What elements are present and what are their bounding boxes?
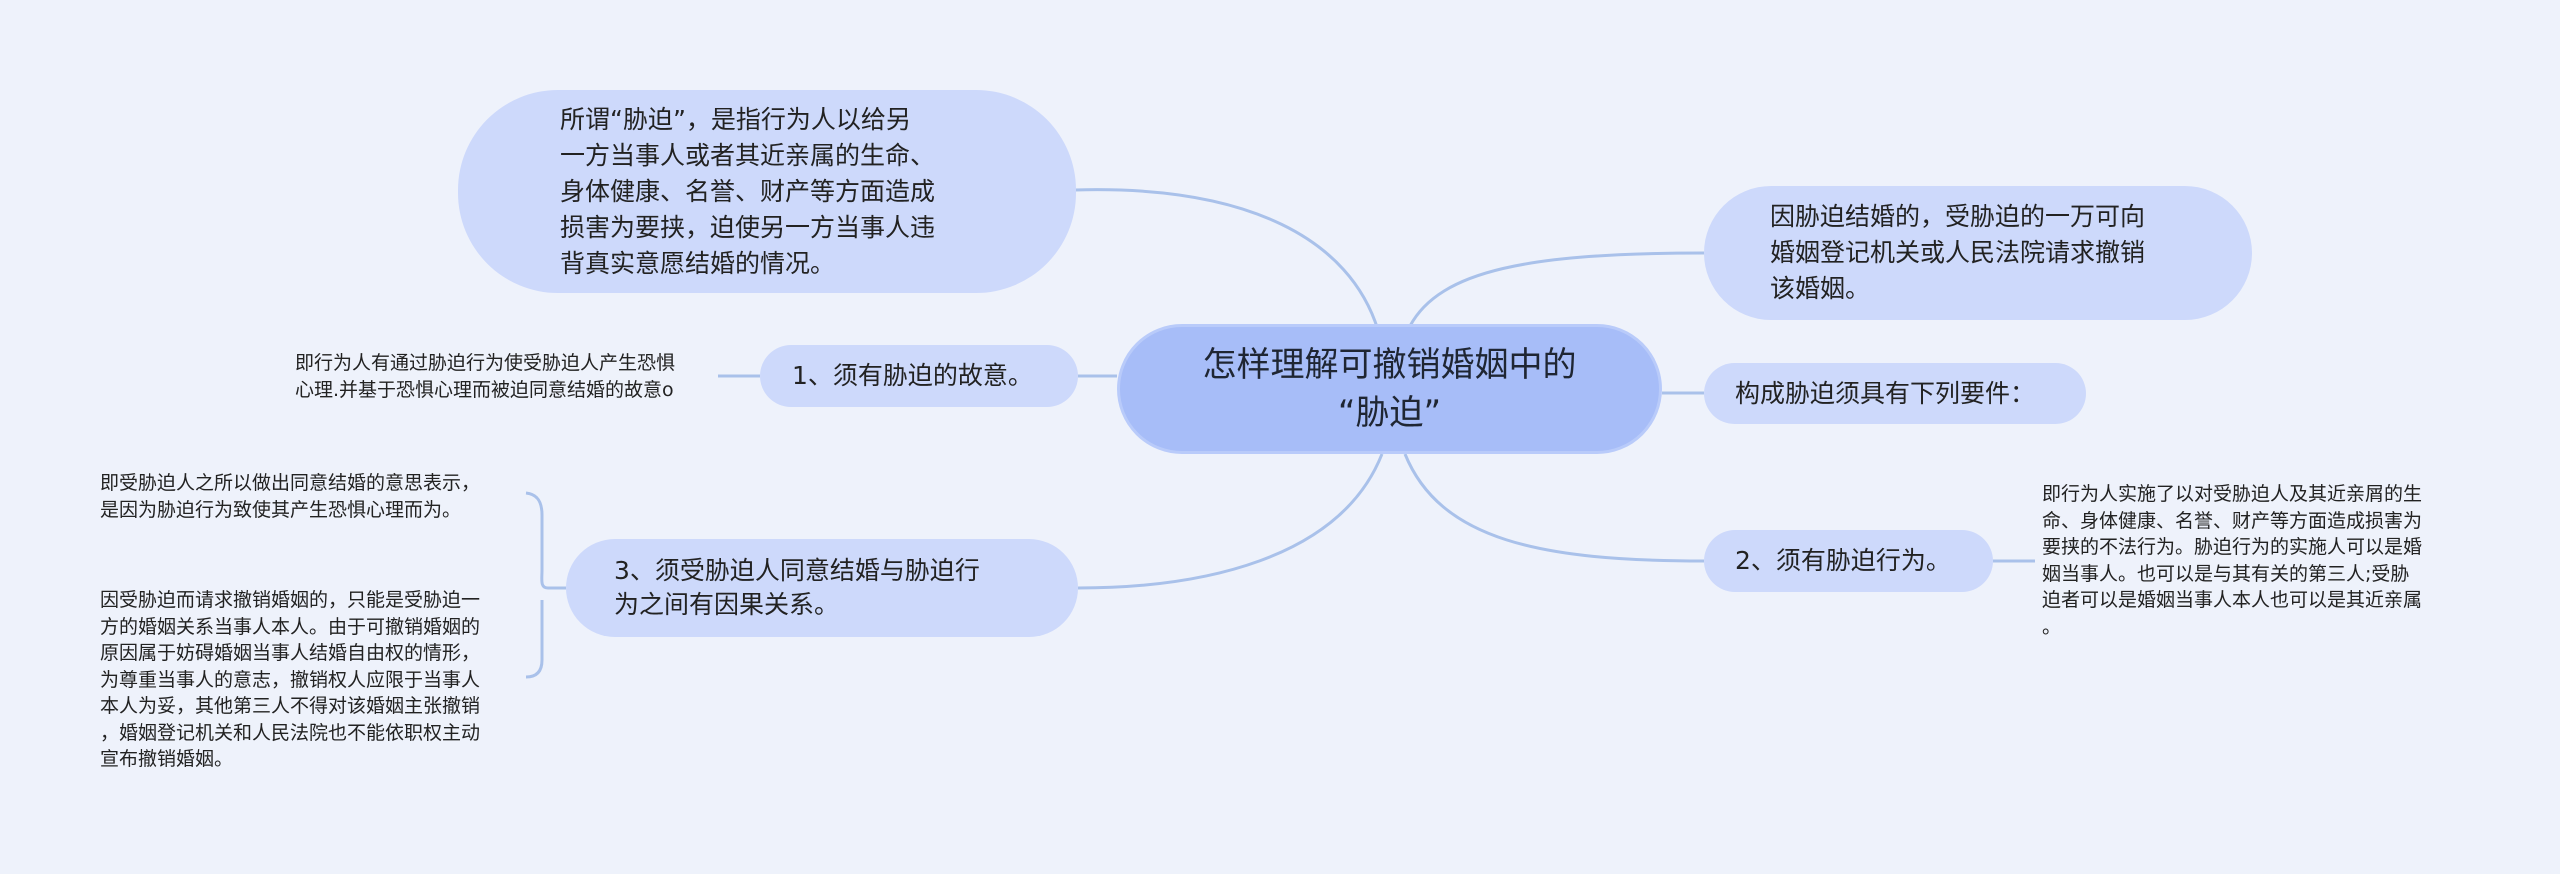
link-consent-notes [525,491,566,679]
link-root-act [1403,453,1705,563]
note-consent-revocation-right: 因受胁迫而请求撤销婚姻的，只能是受胁迫一 方的婚姻关系当事人本人。由于可撤销婚姻… [100,589,481,770]
note-act: 即行为人实施了以对受胁迫人及其近亲屑的生 命、身体健康、名誉、财产等方面造成损害… [2042,483,2423,638]
node-elements-text: 构成胁迫须具有下列要件： [1735,378,2036,408]
root-topic-line1: 怎样理解可撤销婚姻中的 [1202,345,1577,385]
node-definition[interactable]: 所谓“胁迫”，是指行为人以给另 一方当事人或者其近亲属的生命、 身体健康、名誉、… [458,90,1076,293]
node-elements[interactable]: 构成胁迫须具有下列要件： [1704,363,2086,424]
node-intent[interactable]: 1、须有胁迫的故意。 [760,345,1078,407]
link-root-definition [1074,188,1380,331]
node-intent-text: 1、须有胁迫的故意。 [792,361,1033,390]
node-consent[interactable]: 3、须受胁迫人同意结婚与胁迫行 为之间有因果关系。 [566,539,1078,637]
root-topic-line2: “胁迫” [1337,393,1442,433]
node-act-text: 2、须有胁迫行为。 [1735,546,1951,575]
node-definition-text: 所谓“胁迫”，是指行为人以给另 一方当事人或者其近亲属的生命、 身体健康、名誉、… [560,104,936,278]
node-act[interactable]: 2、须有胁迫行为。 [1704,530,1993,592]
note-intent: 即行为人有通过胁迫行为使受胁迫人产生恐惧 心理.并基于恐惧心理而被迫同意结婚的故… [295,352,676,401]
root-topic[interactable]: 怎样理解可撤销婚姻中的 “胁迫” [1117,324,1662,454]
node-revoke[interactable]: 因胁迫结婚的，受胁迫的一万可向 婚姻登记机关或人民法院请求撤销 该婚姻。 [1704,186,2252,320]
link-root-revoke [1408,251,1705,327]
node-consent-text: 3、须受胁迫人同意结婚与胁迫行 为之间有因果关系。 [614,556,980,619]
link-root-consent [1077,453,1384,590]
note-consent-causation: 即受胁迫人之所以做出同意结婚的意思表示， 是因为胁迫行为致使其产生恐惧心理而为。 [100,472,481,521]
node-revoke-text: 因胁迫结婚的，受胁迫的一万可向 婚姻登记机关或人民法院请求撤销 该婚姻。 [1770,202,2146,303]
